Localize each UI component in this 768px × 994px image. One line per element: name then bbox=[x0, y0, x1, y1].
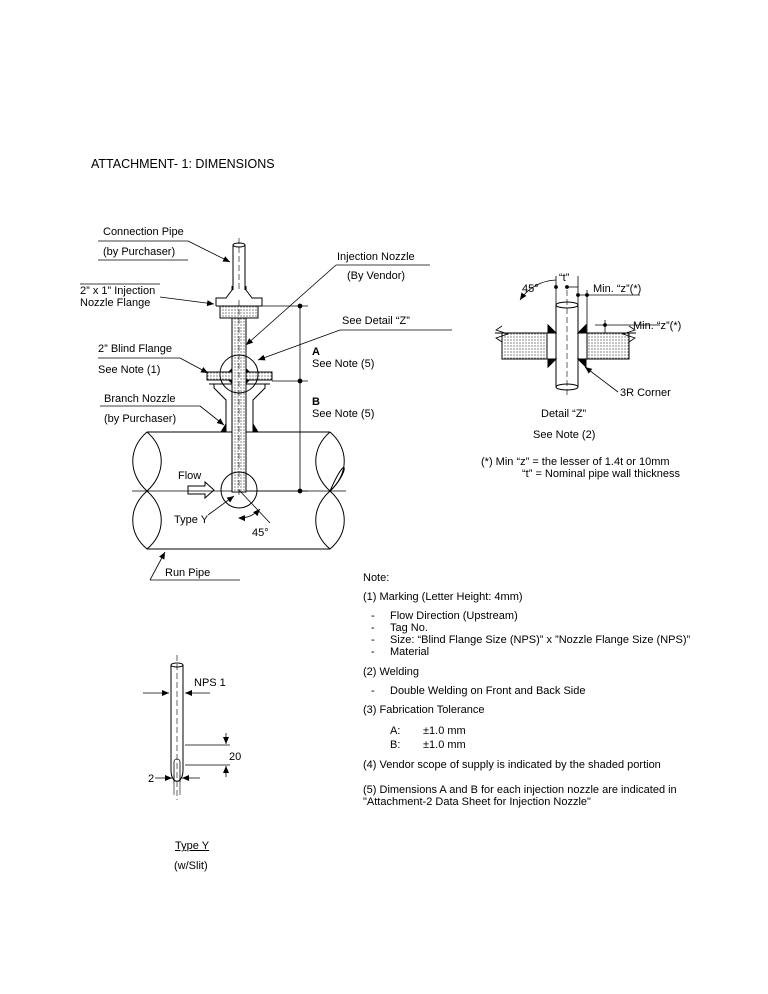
run-pipe bbox=[132, 431, 346, 550]
flow-label: Flow bbox=[178, 470, 202, 482]
dimension-a-label: A bbox=[312, 346, 320, 358]
blind-flange-label: 2” Blind Flange bbox=[98, 343, 172, 355]
detail-z-footnote-1: (*) Min “z” = the lesser of 1.4t or 10mm bbox=[481, 456, 670, 468]
note-1-item-3: Size: “Blind Flange Size (NPS)” x ”Nozzl… bbox=[390, 634, 691, 646]
note-1-item-1-dash: - bbox=[371, 610, 375, 622]
note-3: (3) Fabrication Tolerance bbox=[363, 704, 485, 716]
note-2-item-1: Double Welding on Front and Back Side bbox=[390, 685, 586, 697]
note-5-line-2: "Attachment-2 Data Sheet for Injection N… bbox=[363, 796, 591, 808]
detail-z-footnote-2: “t” = Nominal pipe wall thickness bbox=[522, 468, 681, 480]
note-2: (2) Welding bbox=[363, 666, 420, 678]
note-1-item-1: Flow Direction (Upstream) bbox=[390, 610, 518, 622]
detail-z-min-z-top: Min. “z”(*) bbox=[593, 283, 642, 295]
blind-flange-note-label: See Note (1) bbox=[98, 364, 161, 376]
type-y-label: Type Y bbox=[174, 514, 209, 526]
note-1-item-2: Tag No. bbox=[390, 622, 428, 634]
type-y-detail-title: Type Y bbox=[175, 840, 210, 852]
type-y-detail-drawing bbox=[170, 655, 184, 800]
note-2-item-1-dash: - bbox=[371, 685, 375, 697]
injection-nozzle-by-label: (By Vendor) bbox=[347, 270, 406, 282]
dimension-b-note: See Note (5) bbox=[312, 408, 375, 420]
tolerance-b-value: ±1.0 mm bbox=[423, 739, 466, 751]
run-pipe-label: Run Pipe bbox=[165, 567, 211, 579]
detail-z-drawing bbox=[495, 290, 636, 398]
weld-marks bbox=[228, 368, 250, 384]
angle-45-main-label: 45° bbox=[252, 527, 269, 539]
note-1: (1) Marking (Letter Height: 4mm) bbox=[363, 591, 523, 603]
detail-z-title: Detail “Z” bbox=[541, 408, 587, 420]
tolerance-a-value: ±1.0 mm bbox=[423, 725, 466, 737]
nozzle-flange-label-1: 2” x 1” Injection bbox=[80, 285, 156, 297]
note-1-item-4: Material bbox=[390, 646, 430, 658]
page-title: ATTACHMENT- 1: DIMENSIONS bbox=[91, 157, 275, 171]
type-y-nps-label: NPS 1 bbox=[194, 677, 226, 689]
dimension-a-note: See Note (5) bbox=[312, 358, 375, 370]
tolerance-b-label: B: bbox=[390, 739, 401, 751]
note-1-item-4-dash: - bbox=[371, 646, 375, 658]
connection-pipe bbox=[232, 238, 246, 290]
detail-z-marker bbox=[219, 354, 259, 394]
connection-pipe-label: Connection Pipe bbox=[103, 226, 184, 238]
note-1-item-3-dash: - bbox=[371, 634, 375, 646]
type-y-dim-2: 2 bbox=[148, 773, 155, 785]
note-1-item-2-dash: - bbox=[371, 622, 375, 634]
nozzle-flange-label-2: Nozzle Flange bbox=[80, 297, 151, 309]
type-y-dimensions bbox=[143, 690, 230, 781]
detail-z-t-label: “t” bbox=[559, 272, 570, 284]
branch-nozzle-by-label: (by Purchaser) bbox=[104, 413, 177, 425]
flow-arrow bbox=[187, 480, 215, 500]
detail-z-min-z-side: Min. “z”(*) bbox=[633, 320, 682, 332]
nozzle-flange bbox=[215, 286, 263, 307]
branch-nozzle-label: Branch Nozzle bbox=[104, 393, 176, 405]
angle-45-main bbox=[238, 489, 271, 524]
notes-heading: Note: bbox=[363, 572, 390, 584]
leader-lines-main bbox=[80, 240, 452, 581]
detail-z-dimensions bbox=[519, 276, 660, 393]
tolerance-a-label: A: bbox=[390, 725, 401, 737]
detail-z-corner-label: 3R Corner bbox=[620, 387, 671, 399]
injection-nozzle-label: Injection Nozzle bbox=[337, 251, 415, 263]
note-4: (4) Vendor scope of supply is indicated … bbox=[363, 759, 661, 771]
type-y-dim-20: 20 bbox=[229, 751, 242, 763]
type-y-detail-subtitle: (w/Slit) bbox=[174, 860, 208, 872]
dimension-b-label: B bbox=[312, 396, 320, 408]
branch-nozzle bbox=[209, 383, 270, 433]
type-y-marker bbox=[220, 471, 258, 509]
see-detail-z-label: See Detail “Z” bbox=[342, 315, 410, 327]
injection-nozzle bbox=[219, 300, 259, 496]
note-5-line-1: (5) Dimensions A and B for each injectio… bbox=[363, 784, 677, 796]
dimension-a-b bbox=[246, 303, 308, 494]
detail-z-note: See Note (2) bbox=[533, 429, 596, 441]
detail-z-angle-label: 45° bbox=[522, 283, 539, 295]
connection-pipe-by-label: (by Purchaser) bbox=[103, 246, 176, 258]
